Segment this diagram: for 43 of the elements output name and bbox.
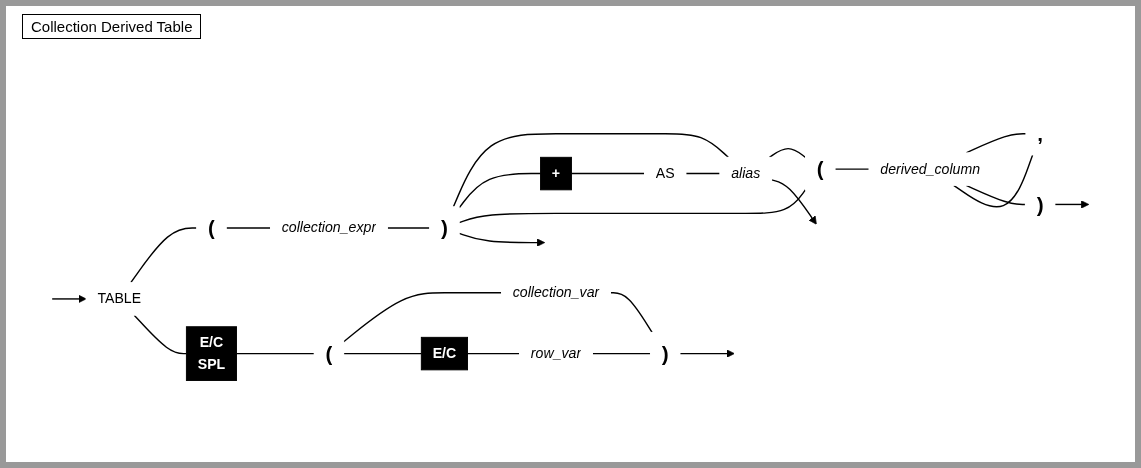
node-box: E/C SPL: [185, 326, 237, 381]
node-text: ): [1036, 192, 1044, 217]
connector: [570, 172, 646, 175]
connector: [458, 189, 807, 224]
node-text: ,: [1037, 121, 1044, 146]
arrow: [1054, 200, 1090, 209]
arrow: [679, 349, 735, 358]
node-text: ): [440, 216, 448, 240]
connector: [685, 172, 721, 175]
connector: [834, 168, 870, 170]
node-text: TABLE: [97, 290, 142, 307]
node-text: derived_column: [880, 160, 981, 177]
node-text: AS: [655, 164, 675, 181]
node-box: +: [540, 156, 572, 191]
connector: [130, 227, 198, 284]
arrow: [51, 294, 87, 304]
node-box: E/C: [420, 336, 468, 371]
arrow: [458, 232, 546, 247]
node-text: row_var: [530, 344, 582, 361]
connector: [235, 352, 315, 355]
connector: [133, 314, 188, 355]
connector: [225, 227, 272, 229]
connector: [609, 292, 653, 334]
node-text: ): [661, 341, 669, 366]
node-text: (: [816, 157, 824, 181]
connector: [965, 133, 1027, 154]
connector: [466, 352, 521, 355]
node-text: collection_expr: [281, 219, 377, 236]
node-text: (: [208, 216, 215, 240]
connector: [591, 352, 652, 355]
connector: [343, 352, 423, 355]
connector: [952, 154, 1034, 208]
connector: [343, 292, 503, 343]
connector: [386, 227, 431, 229]
connector: [452, 133, 729, 208]
node-text: collection_var: [512, 284, 600, 301]
node-text: alias: [731, 164, 761, 181]
node-text: (: [325, 341, 333, 366]
arrow: [770, 179, 817, 225]
connector: [458, 172, 542, 209]
connector: [768, 147, 807, 159]
diagram-title: Collection Derived Table: [22, 14, 202, 39]
connector: [965, 184, 1027, 206]
